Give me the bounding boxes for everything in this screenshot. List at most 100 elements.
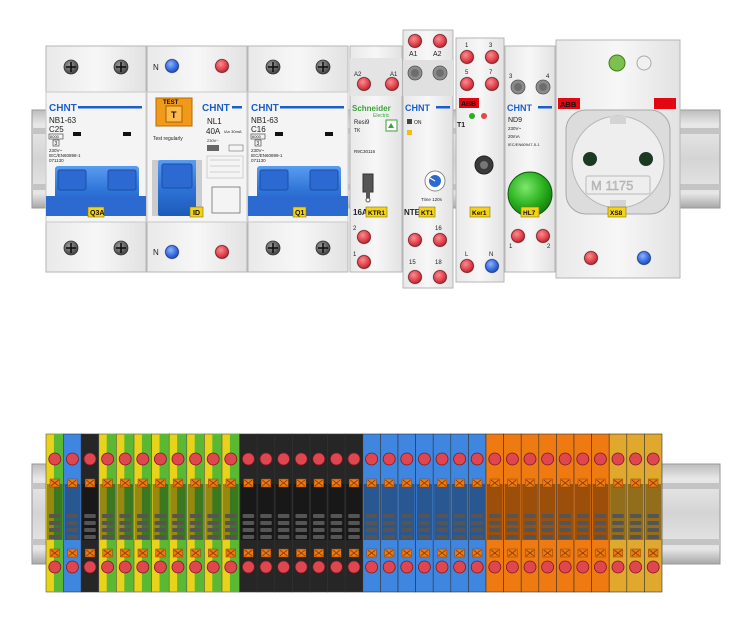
svg-text:KT1: KT1: [421, 210, 434, 217]
terminal-block[interactable]: [151, 433, 170, 593]
svg-text:A1: A1: [390, 72, 398, 78]
relay-ktr1[interactable]: A2 A1 Schneider Electric Resi9 TK R9C301…: [349, 45, 403, 273]
svg-text:TEST: TEST: [163, 100, 179, 106]
timer-kt1[interactable]: A1 A2 CHNT ON Time 120s NTE8-B KT1 16 15…: [402, 29, 454, 289]
terminal-block[interactable]: [362, 433, 381, 593]
svg-text:Electric: Electric: [373, 113, 390, 119]
svg-text:230V~: 230V~: [251, 148, 265, 153]
svg-text:15: 15: [409, 260, 416, 266]
svg-text:Ker1: Ker1: [472, 210, 487, 217]
svg-text:1: 1: [353, 252, 357, 258]
terminal-block[interactable]: [538, 433, 557, 593]
terminal-block[interactable]: [292, 433, 311, 593]
socket-xs8[interactable]: ABB M 1175 XS8: [555, 39, 681, 279]
svg-text:20mA: 20mA: [508, 134, 520, 139]
breaker-model: NB1-63: [49, 116, 77, 125]
terminal-block[interactable]: [274, 433, 293, 593]
svg-text:C16: C16: [251, 125, 266, 134]
brand-chnt: CHNT: [49, 103, 77, 114]
terminal-block[interactable]: [591, 433, 610, 593]
svg-text:IEC/EN60898-1: IEC/EN60898-1: [251, 153, 283, 158]
svg-text:CHNT: CHNT: [405, 103, 430, 113]
svg-text:R9C30116: R9C30116: [354, 149, 376, 154]
svg-text:230V~: 230V~: [49, 148, 63, 153]
svg-text:Time 120s: Time 120s: [421, 197, 443, 202]
svg-text:4: 4: [546, 74, 550, 80]
terminal-block[interactable]: [573, 433, 592, 593]
terminal-block[interactable]: [221, 433, 240, 593]
terminal-block[interactable]: [327, 433, 346, 593]
terminal-block[interactable]: [503, 433, 522, 593]
terminal-block[interactable]: [204, 433, 223, 593]
svg-text:6000: 6000: [50, 134, 60, 139]
svg-text:IEC/EN60898-1: IEC/EN60898-1: [49, 153, 81, 158]
breaker-q1[interactable]: CHNT NB1-63 C16 6000 3 230V~ IEC/EN60898…: [247, 45, 349, 273]
terminal-block[interactable]: [116, 433, 135, 593]
svg-text:7: 7: [489, 70, 493, 76]
terminal-block[interactable]: [450, 433, 469, 593]
svg-text:IEC/EN60947-5-1: IEC/EN60947-5-1: [508, 142, 540, 147]
svg-text:Test regularly: Test regularly: [153, 136, 183, 142]
terminal-block[interactable]: [415, 433, 434, 593]
terminal-block[interactable]: [520, 433, 540, 593]
svg-text:3: 3: [489, 43, 493, 49]
svg-text:071130: 071130: [49, 158, 64, 163]
svg-text:3: 3: [257, 141, 260, 147]
rcd-id[interactable]: N N TEST T Test regularly CHNT NL1 40A I…: [146, 45, 248, 273]
terminal-block[interactable]: [344, 433, 364, 593]
svg-text:071130: 071130: [251, 158, 266, 163]
breaker-curve: C25: [49, 125, 64, 134]
terminal-block[interactable]: [168, 433, 188, 593]
svg-text:3: 3: [509, 74, 513, 80]
svg-text:L: L: [465, 252, 469, 258]
terminal-block[interactable]: [98, 433, 117, 593]
svg-text:CHNT: CHNT: [251, 103, 279, 114]
terminal-block[interactable]: [432, 433, 452, 593]
svg-text:16A: 16A: [353, 208, 368, 217]
svg-text:ON: ON: [414, 120, 422, 126]
breaker-tag: Q3A: [90, 210, 104, 217]
terminal-block[interactable]: [608, 433, 628, 593]
svg-text:1: 1: [465, 43, 469, 49]
svg-text:TK: TK: [354, 128, 361, 134]
svg-text:HL7: HL7: [523, 210, 536, 217]
terminal-block[interactable]: [256, 433, 276, 593]
svg-text:NTE8-B: NTE8-B: [404, 208, 433, 217]
svg-text:40A: 40A: [206, 127, 221, 136]
terminal-block[interactable]: [45, 433, 64, 593]
svg-text:3: 3: [55, 141, 58, 147]
svg-text:6000: 6000: [252, 134, 262, 139]
svg-text:CHNT: CHNT: [202, 103, 230, 114]
terminal-block[interactable]: [644, 433, 663, 593]
svg-text:ABB: ABB: [461, 101, 476, 108]
terminal-block[interactable]: [468, 433, 487, 593]
svg-text:NB1-63: NB1-63: [251, 116, 279, 125]
terminal-block[interactable]: [485, 433, 504, 593]
svg-text:NL1: NL1: [207, 117, 222, 126]
svg-text:ID: ID: [193, 210, 200, 217]
svg-text:ABB: ABB: [560, 100, 577, 109]
svg-text:T: T: [171, 110, 177, 120]
terminal-block[interactable]: [186, 433, 205, 593]
svg-text:2: 2: [353, 226, 357, 232]
terminal-block[interactable]: [80, 433, 100, 593]
breaker-q3a[interactable]: CHNT NB1-63 C25 6000 3 230V~ IEC/EN60898…: [45, 45, 147, 273]
terminal-block[interactable]: [397, 433, 416, 593]
terminal-block[interactable]: [133, 433, 152, 593]
terminal-block[interactable]: [626, 433, 645, 593]
svg-text:1: 1: [509, 244, 513, 250]
svg-text:N: N: [153, 63, 159, 72]
svg-text:18: 18: [435, 260, 442, 266]
terminal-block[interactable]: [63, 433, 82, 593]
terminal-block[interactable]: [239, 433, 258, 593]
terminal-block[interactable]: [309, 433, 328, 593]
terminal-block[interactable]: [556, 433, 575, 593]
svg-text:2: 2: [547, 244, 551, 250]
svg-text:KTR1: KTR1: [368, 210, 385, 217]
svg-text:16: 16: [435, 226, 442, 232]
svg-text:Schneider: Schneider: [352, 104, 391, 113]
indicator-lamp-hl7: 3 4 CHNT ND9 230V~ 20mA IEC/EN60947-5-1 …: [504, 45, 556, 273]
contactor-ker1[interactable]: 1 3 5 7 ABB T1 Ker1 L N: [455, 37, 505, 283]
svg-text:230V~: 230V~: [508, 126, 522, 131]
terminal-block[interactable]: [380, 433, 399, 593]
